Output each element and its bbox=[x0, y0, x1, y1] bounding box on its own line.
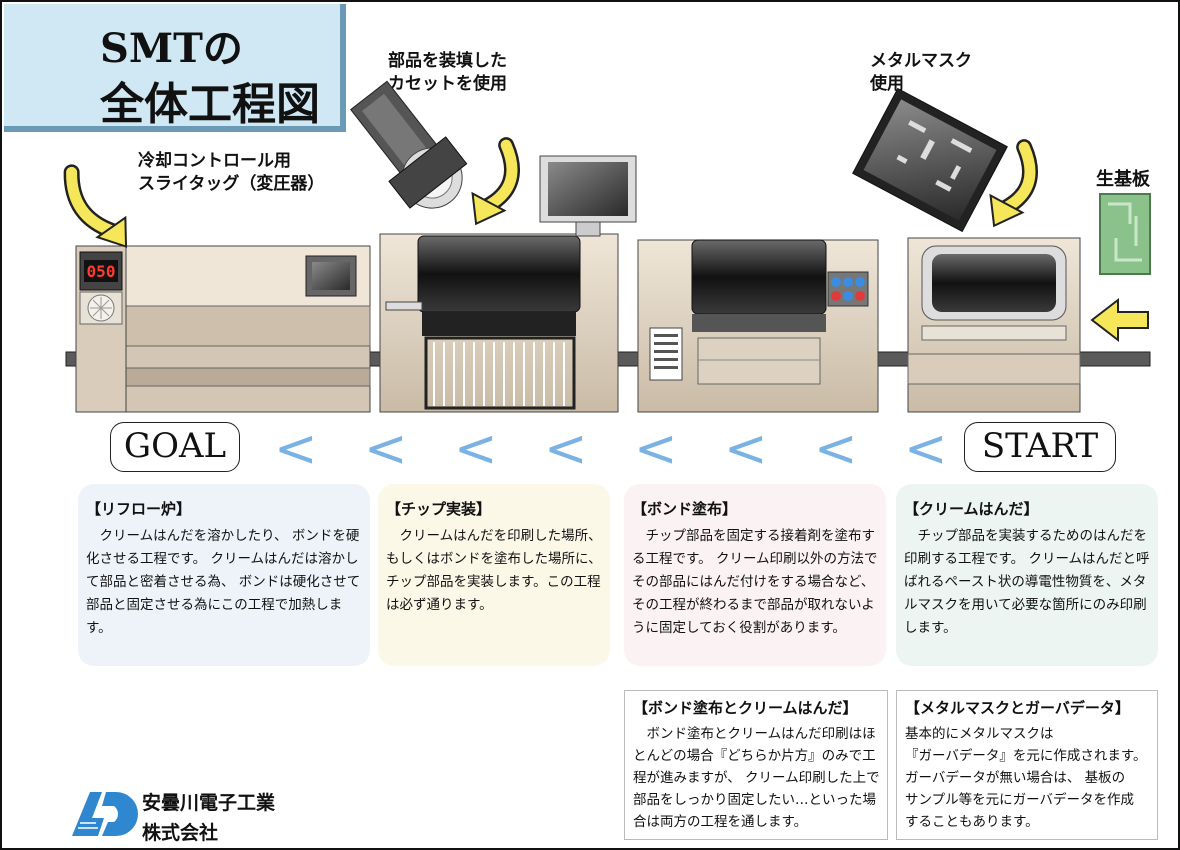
reflow-description: クリームはんだを溶かしたり、 ボンドを硬化させる工程です。 クリームはんだは溶か… bbox=[86, 528, 361, 636]
flow-arrow-icon: < bbox=[724, 422, 768, 472]
flow-arrow-icon: < bbox=[814, 422, 858, 472]
reflow-heading: 【リフロー炉】 bbox=[86, 500, 192, 518]
metal-mask-sheet bbox=[852, 87, 1008, 233]
arrow-to-cooling-unit bbox=[63, 164, 128, 248]
start-label: START bbox=[964, 422, 1116, 472]
cassette-callout-line-1: 部品を装填した bbox=[388, 51, 507, 71]
bond-dispenser bbox=[637, 239, 879, 413]
mask-gerber-note-heading: 【メタルマスクとガーバデータ】 bbox=[905, 699, 1130, 717]
flow-arrow-icon: < bbox=[544, 422, 588, 472]
company-logo bbox=[72, 792, 138, 836]
mask-gerber-note: 【メタルマスクとガーバデータ】 基本的にメタルマスクは 『ガーバデータ』を元に作… bbox=[896, 690, 1158, 840]
mask-gerber-note-line-2: 『ガーバデータ』を元に作成されます。 bbox=[905, 748, 1147, 764]
cream-solder-panel: 【クリームはんだ】 チップ部品を実装するためのはんだを印刷する工程です。 クリー… bbox=[896, 484, 1158, 666]
title-box: SMTの 全体工程図 bbox=[4, 4, 346, 132]
mask-gerber-note-line-5: することもあります。 bbox=[905, 814, 1039, 830]
flow-arrows: < < < < < < < < bbox=[274, 422, 948, 472]
mask-gerber-note-line-4: サンプル等を元にガーバデータを作成 bbox=[905, 792, 1134, 808]
flow-arrow-icon: < bbox=[904, 422, 948, 472]
arrow-board-input bbox=[1090, 297, 1149, 343]
cassette-callout-line-2: カセットを使用 bbox=[388, 74, 507, 94]
bond-cream-note-heading: 【ボンド塗布とクリームはんだ】 bbox=[633, 699, 858, 717]
mask-callout-line-2: 使用 bbox=[870, 74, 904, 94]
chip-mount-description: クリームはんだを印刷した場所、もしくはボンドを塗布した場所に、チップ部品を実装し… bbox=[386, 528, 602, 613]
arrow-to-screen-printer bbox=[989, 139, 1038, 228]
cooling-callout: 冷却コントロール用 スライタッグ（変圧器） bbox=[138, 150, 324, 196]
reflow-oven: 050 bbox=[75, 245, 371, 413]
company-name: 安曇川電子工業 株式会社 bbox=[142, 788, 275, 848]
cooling-callout-line-2: スライタッグ（変圧器） bbox=[138, 174, 325, 194]
chip-mount-panel: 【チップ実装】 クリームはんだを印刷した場所、もしくはボンドを塗布した場所に、チ… bbox=[378, 484, 610, 666]
board-callout: 生基板 bbox=[1096, 169, 1150, 190]
cream-solder-description: チップ部品を実装するためのはんだを印刷する工程です。 クリームはんだと呼ばれるペ… bbox=[904, 528, 1150, 636]
smt-line-illustration: 050 bbox=[63, 80, 1151, 413]
flow-arrow-icon: < bbox=[634, 422, 678, 472]
chip-mount-heading: 【チップ実装】 bbox=[386, 500, 492, 518]
feeder-cassette bbox=[350, 80, 468, 209]
mask-callout-line-1: メタルマスク bbox=[870, 51, 972, 71]
company-name-line-2: 株式会社 bbox=[142, 822, 219, 844]
bond-cream-note-body: ボンド塗布とクリームはんだ印刷はほとんどの場合『どちらか片方』のみで工程が進みま… bbox=[633, 726, 880, 830]
mask-callout: メタルマスク 使用 bbox=[870, 50, 972, 96]
goal-label: GOAL bbox=[110, 422, 240, 472]
cassette-callout: 部品を装填した カセットを使用 bbox=[388, 50, 507, 96]
bond-panel: 【ボンド塗布】 チップ部品を固定する接着剤を塗布する工程です。 クリーム印刷以外… bbox=[624, 484, 886, 666]
bond-heading: 【ボンド塗布】 bbox=[632, 500, 738, 518]
cooling-callout-line-1: 冷却コントロール用 bbox=[138, 151, 291, 171]
flow-arrow-icon: < bbox=[454, 422, 498, 472]
company-name-line-1: 安曇川電子工業 bbox=[142, 792, 276, 814]
mask-gerber-note-line-1: 基本的にメタルマスクは bbox=[905, 726, 1054, 742]
reflow-panel: 【リフロー炉】 クリームはんだを溶かしたり、 ボンドを硬化させる工程です。 クリ… bbox=[78, 484, 370, 666]
chip-mounter bbox=[379, 155, 637, 413]
bond-cream-note: 【ボンド塗布とクリームはんだ】 ボンド塗布とクリームはんだ印刷はほとんどの場合『… bbox=[624, 690, 888, 840]
display-readout: 050 bbox=[87, 262, 116, 281]
mask-gerber-note-line-3: ガーバデータが無い場合は、 基板の bbox=[905, 770, 1126, 786]
screen-printer bbox=[907, 237, 1081, 413]
flow-arrow-icon: < bbox=[364, 422, 408, 472]
raw-board bbox=[1099, 193, 1151, 275]
bond-description: チップ部品を固定する接着剤を塗布する工程です。 クリーム印刷以外の方法でその部品… bbox=[632, 528, 878, 636]
arrow-to-chip-mounter bbox=[471, 137, 520, 226]
flow-arrow-icon: < bbox=[274, 422, 318, 472]
cream-solder-heading: 【クリームはんだ】 bbox=[904, 500, 1039, 518]
title-line-2: 全体工程図 bbox=[100, 79, 320, 130]
title-line-1: SMTの bbox=[100, 25, 243, 72]
